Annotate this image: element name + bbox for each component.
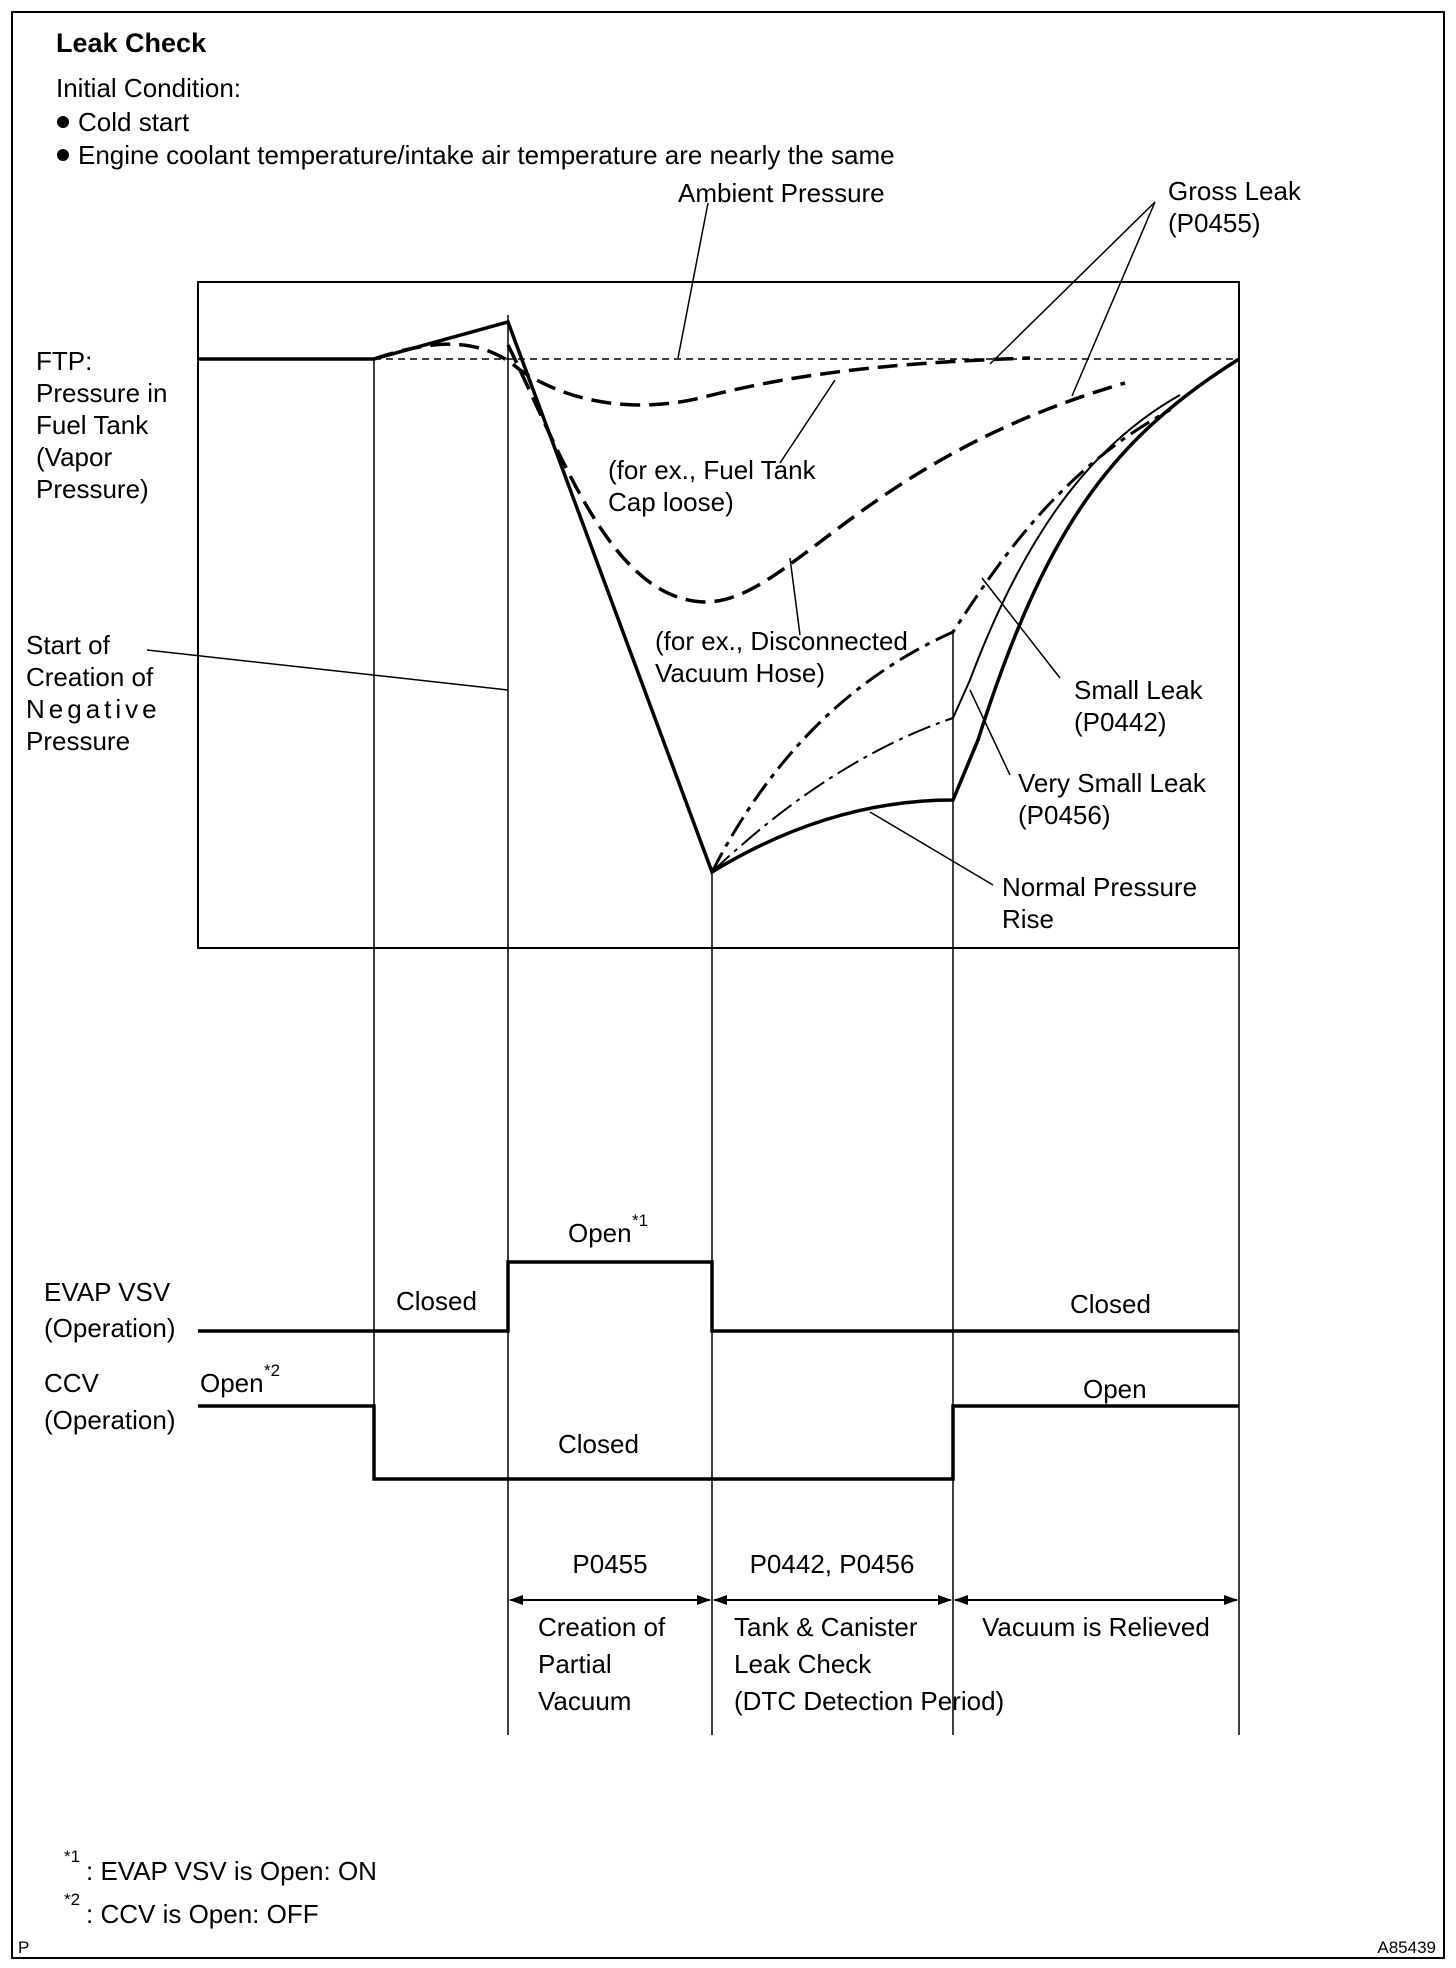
period-code: P0455 bbox=[572, 1549, 647, 1579]
period-code: P0442, P0456 bbox=[750, 1549, 915, 1579]
start-negative-label: Start of bbox=[26, 630, 111, 660]
gross-leak-code: (P0455) bbox=[1168, 208, 1261, 238]
ftp-label: FTP: bbox=[36, 346, 92, 376]
small-leak-pointer bbox=[981, 577, 1061, 679]
ccv-label: CCV bbox=[44, 1368, 100, 1398]
condition-bullet: Engine coolant temperature/intake air te… bbox=[78, 140, 895, 170]
evap-open: Open bbox=[568, 1218, 632, 1248]
ccv-open-left: Open bbox=[200, 1368, 264, 1398]
ccv-closed: Closed bbox=[558, 1429, 639, 1459]
vacuum-hose-curve bbox=[506, 344, 1126, 604]
ambient-pointer bbox=[677, 202, 709, 359]
condition-bullet: Cold start bbox=[78, 107, 190, 137]
footnote-text: : EVAP VSV is Open: ON bbox=[86, 1856, 377, 1886]
evap-open-footnote-mark: *1 bbox=[632, 1211, 648, 1230]
bullet-dot bbox=[57, 116, 69, 128]
small-leak-label: Small Leak bbox=[1074, 675, 1204, 705]
period-desc: Vacuum bbox=[538, 1686, 631, 1716]
vacuum-hose-label: Vacuum Hose) bbox=[655, 658, 825, 688]
ftp-normal-curve bbox=[198, 319, 1240, 875]
initial-condition-heading: Initial Condition: bbox=[56, 73, 241, 103]
start-negative-label: Creation of bbox=[26, 662, 154, 692]
outer-border bbox=[11, 11, 1445, 1959]
footnote-mark: *2 bbox=[64, 1890, 80, 1909]
small-leak-curve bbox=[710, 408, 1171, 873]
period-desc: Creation of bbox=[538, 1612, 666, 1642]
gross-leak-pointer bbox=[1071, 201, 1156, 397]
vacuum-hose-label: (for ex., Disconnected bbox=[655, 626, 908, 656]
very-small-leak-code: (P0456) bbox=[1018, 800, 1111, 830]
period-desc: Vacuum is Relieved bbox=[982, 1612, 1210, 1642]
start-negative-label: Negative bbox=[26, 694, 161, 724]
ccv-open-footnote-mark: *2 bbox=[264, 1361, 280, 1380]
period-desc: Partial bbox=[538, 1649, 612, 1679]
footnote-mark: *1 bbox=[64, 1847, 80, 1866]
very-small-leak-curve bbox=[711, 717, 954, 873]
period-desc: Tank & Canister bbox=[734, 1612, 918, 1642]
evap-closed-left: Closed bbox=[396, 1286, 477, 1316]
evap-vsv-signal bbox=[198, 1260, 1239, 1333]
evap-closed-right: Closed bbox=[1070, 1289, 1151, 1319]
very-small-leak-label: Very Small Leak bbox=[1018, 768, 1207, 798]
normal-rise-label: Normal Pressure bbox=[1002, 872, 1197, 902]
ftp-label: Fuel Tank bbox=[36, 410, 149, 440]
period-desc: (DTC Detection Period) bbox=[734, 1686, 1004, 1716]
vacuum-hose-pointer bbox=[789, 557, 801, 636]
fuel-cap-pointer bbox=[779, 379, 836, 464]
period-desc: Leak Check bbox=[734, 1649, 872, 1679]
ccv-signal bbox=[198, 1404, 1239, 1481]
ftp-label: (Vapor bbox=[36, 442, 112, 472]
gross-leak-pointer bbox=[989, 201, 1156, 365]
small-leak-code: (P0442) bbox=[1074, 707, 1167, 737]
normal-rise-label: Rise bbox=[1002, 904, 1054, 934]
corner-letter: P bbox=[18, 1938, 29, 1957]
fuel-cap-label: Cap loose) bbox=[608, 487, 734, 517]
ccv-open-right: Open bbox=[1083, 1374, 1147, 1404]
page-title: Leak Check bbox=[56, 28, 207, 58]
evap-vsv-label: (Operation) bbox=[44, 1313, 176, 1343]
ftp-label: Pressure in bbox=[36, 378, 168, 408]
very-small-leak-rise bbox=[952, 394, 1181, 719]
figure-code: A85439 bbox=[1377, 1938, 1436, 1957]
fuel-cap-label: (for ex., Fuel Tank bbox=[608, 455, 817, 485]
ccv-label: (Operation) bbox=[44, 1405, 176, 1435]
normal-rise-pointer bbox=[869, 811, 994, 886]
gross-leak-label: Gross Leak bbox=[1168, 176, 1302, 206]
pressure-graph-frame bbox=[197, 281, 1240, 949]
start-negative-label: Pressure bbox=[26, 726, 130, 756]
bullet-dot bbox=[57, 149, 69, 161]
fuel-cap-curve bbox=[373, 342, 1031, 407]
ambient-pressure-label: Ambient Pressure bbox=[678, 178, 885, 208]
ftp-label: Pressure) bbox=[36, 474, 149, 504]
start-negative-pointer bbox=[146, 649, 509, 691]
very-small-leak-pointer bbox=[969, 689, 1011, 776]
evap-vsv-label: EVAP VSV bbox=[44, 1277, 171, 1307]
footnote-text: : CCV is Open: OFF bbox=[86, 1899, 319, 1929]
